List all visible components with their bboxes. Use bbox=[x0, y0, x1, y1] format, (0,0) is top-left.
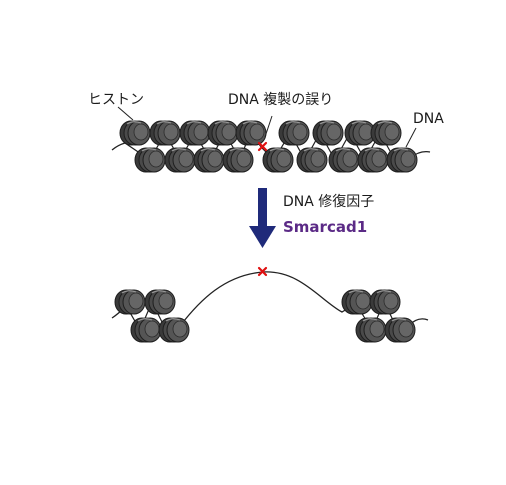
error-leader-line bbox=[264, 115, 273, 138]
nucleosome bbox=[193, 147, 225, 173]
error-mark-top bbox=[257, 141, 268, 152]
nucleosome bbox=[119, 120, 151, 146]
nucleosome bbox=[164, 147, 196, 173]
nucleosome bbox=[341, 289, 373, 315]
nucleosome bbox=[262, 147, 294, 173]
nucleosome bbox=[370, 120, 402, 146]
histone-leader-line bbox=[117, 106, 134, 121]
chromatin-opened bbox=[111, 271, 429, 343]
nucleosome bbox=[158, 317, 190, 343]
down-arrow-icon bbox=[249, 188, 276, 248]
nucleosome bbox=[278, 120, 310, 146]
nucleosome bbox=[369, 289, 401, 315]
nucleosome bbox=[235, 120, 267, 146]
nucleosome bbox=[114, 289, 146, 315]
nucleosome bbox=[134, 147, 166, 173]
nucleosome bbox=[144, 289, 176, 315]
nucleosome bbox=[355, 317, 387, 343]
nucleosome bbox=[149, 120, 181, 146]
replication-error-label: DNA 複製の誤り bbox=[228, 92, 334, 108]
nucleosome bbox=[386, 147, 418, 173]
error-mark-bottom bbox=[257, 266, 268, 277]
dna-strand-top-left bbox=[111, 142, 126, 151]
smarcad1-label: Smarcad1 bbox=[283, 218, 368, 236]
histone-label: ヒストン bbox=[88, 92, 144, 108]
dna-exposed-strand bbox=[179, 271, 356, 327]
nucleosome bbox=[222, 147, 254, 173]
dna-label: DNA bbox=[413, 111, 444, 127]
nucleosome bbox=[384, 317, 416, 343]
nucleosome bbox=[357, 147, 389, 173]
chromatin-condensed bbox=[111, 120, 431, 173]
nucleosome bbox=[130, 317, 162, 343]
nucleosome bbox=[179, 120, 211, 146]
nucleosome bbox=[328, 147, 360, 173]
nucleosome bbox=[296, 147, 328, 173]
nucleosome bbox=[312, 120, 344, 146]
nucleosome bbox=[207, 120, 239, 146]
dna-leader-line bbox=[405, 127, 417, 148]
repair-factor-label: DNA 修復因子 bbox=[283, 194, 375, 210]
